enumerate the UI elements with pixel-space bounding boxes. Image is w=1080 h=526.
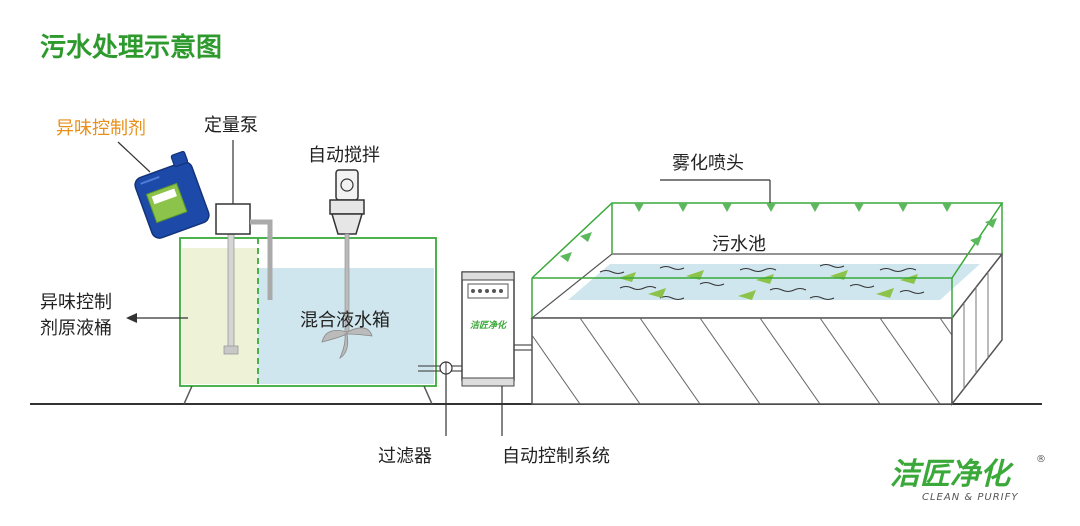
atomizer-nozzles	[560, 203, 997, 262]
mixing-tank-frame	[179, 237, 437, 387]
label-raw-tank-line2: 剂原液桶	[40, 318, 112, 339]
auto-stirrer	[321, 169, 373, 359]
tank-leg	[423, 385, 433, 405]
arrow-raw-tank	[126, 313, 137, 323]
brand-logo: 洁匠净化 ® CLEAN & PURIFY	[890, 454, 1046, 503]
page-title: 污水处理示意图	[40, 32, 222, 63]
label-atomizer-nozzle: 雾化喷头	[672, 153, 744, 174]
label-raw-tank-line1: 异味控制	[40, 292, 112, 313]
sewage-pool-group	[530, 202, 1004, 407]
logo-registered-mark: ®	[1036, 454, 1046, 465]
metering-pump	[215, 203, 251, 235]
suction-pipe	[227, 231, 235, 353]
mixing-tank-group	[179, 169, 437, 405]
label-filter: 过滤器	[378, 446, 432, 467]
label-odor-agent: 异味控制剂	[56, 118, 146, 139]
spray-frame	[531, 202, 1004, 318]
label-sewage-pool: 污水池	[712, 234, 766, 255]
pool-hatching	[532, 318, 952, 404]
delivery-pipe	[250, 219, 273, 300]
concentrate-liquid	[182, 248, 258, 384]
logo-main-text: 洁匠净化	[890, 457, 1014, 492]
leader-odor-agent	[117, 141, 151, 173]
pool-water	[568, 264, 980, 300]
pool-front-face	[531, 317, 953, 405]
control-cabinet: 洁匠净化	[461, 271, 515, 387]
label-control-system: 自动控制系统	[502, 446, 610, 467]
odor-agent-jug	[134, 150, 210, 239]
water-ripples	[599, 264, 925, 300]
label-auto-stirrer: 自动搅拌	[308, 145, 380, 166]
suction-filter-head	[223, 345, 239, 355]
label-mixing-tank: 混合液水箱	[300, 310, 390, 331]
logo-sub-text: CLEAN & PURIFY	[922, 492, 1018, 503]
label-metering-pump: 定量泵	[204, 115, 258, 136]
cabinet-logo-text: 洁匠净化	[470, 320, 508, 331]
tank-leg	[183, 385, 193, 405]
